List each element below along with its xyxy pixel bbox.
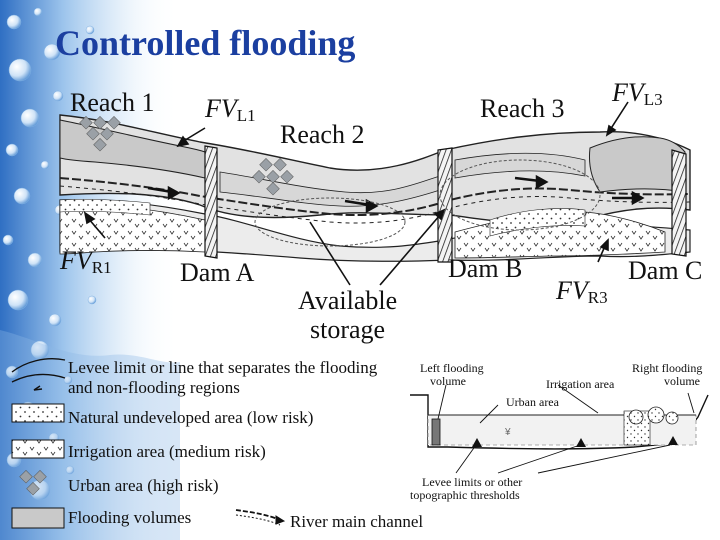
dam-c-structure — [671, 149, 687, 257]
natural-area-reach3 — [489, 208, 586, 237]
upper-band-reach3 — [454, 152, 586, 179]
legend-river-text: River main channel — [290, 512, 424, 531]
river-main-channel — [59, 177, 691, 217]
legend-irrigation-swatch — [11, 439, 65, 459]
natural-area-left — [59, 198, 151, 216]
legend-flooding-swatch — [11, 507, 65, 529]
flood-volume-l3 — [589, 136, 686, 193]
fvl3-label: FVL3 — [612, 78, 663, 109]
reach-1-label: Reach 1 — [70, 88, 155, 117]
legend-flooding-text: Flooding volumes — [68, 508, 192, 527]
irrigation-area-label: Irrigation area — [546, 377, 615, 391]
fvl1-label: FVL1 — [205, 94, 256, 125]
reach-2-label: Reach 2 — [280, 120, 365, 149]
legend-levee-swatch — [11, 358, 66, 391]
label-pointers — [83, 101, 629, 286]
dam-c-label: Dam C — [628, 256, 703, 285]
reach-3-label: Reach 3 — [480, 94, 565, 123]
available-storage-label: Available storage — [298, 286, 398, 344]
legend-river-swatch — [235, 509, 286, 526]
legend-natural-text: Natural undeveloped area (low risk) — [68, 408, 314, 427]
right-flooding-volume-label: Right flooding volume — [632, 361, 703, 388]
urban-cluster-reach2 — [252, 157, 294, 196]
legend-natural-swatch — [11, 403, 65, 423]
dam-a-structure — [204, 145, 218, 259]
slide-title: Controlled flooding — [55, 23, 356, 63]
fvr3-label: FVR3 — [556, 276, 608, 307]
dam-b-label: Dam B — [448, 254, 523, 283]
urban-area-label: Urban area — [506, 395, 559, 409]
legend-urban-swatch — [19, 469, 47, 496]
urban-cluster-reach1 — [79, 115, 121, 152]
storage-ellipse-1 — [254, 197, 406, 247]
levee-limits-label: Levee limits or other topographic thresh… — [410, 475, 523, 502]
legend-urban-text: Urban area (high risk) — [68, 476, 219, 495]
legend-irrigation-text: Irrigation area (medium risk) — [68, 442, 266, 461]
dam-b-structure — [437, 147, 453, 263]
svg-text:¥: ¥ — [504, 427, 511, 438]
fvr1-label: FVR1 — [60, 246, 112, 277]
storage-ellipse-2 — [439, 159, 601, 231]
left-flooding-volume-label: Left flooding volume — [420, 361, 484, 388]
flow-arrows — [147, 174, 645, 214]
legend-levee-text: Levee limit or line that separates the f… — [68, 358, 378, 397]
dam-a-label: Dam A — [180, 258, 255, 287]
cross-section-diagram: ¥ — [410, 384, 709, 474]
